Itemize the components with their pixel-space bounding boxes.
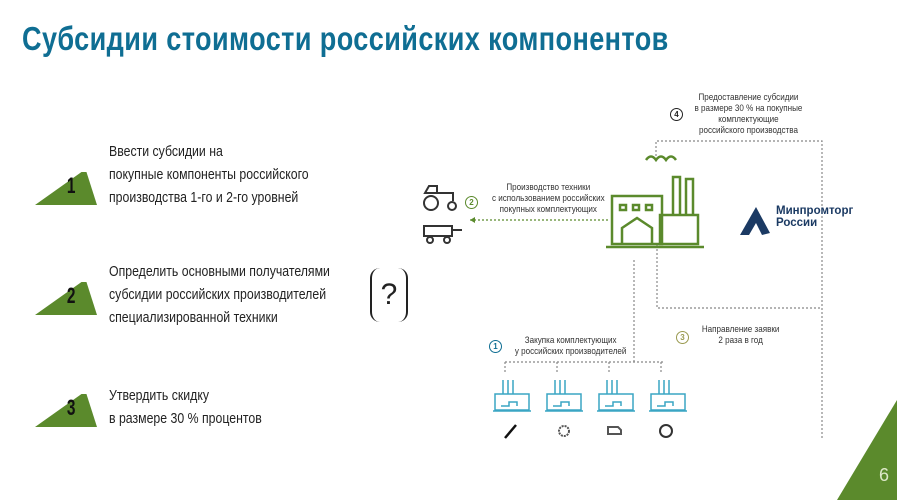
flow-line-suppliers: [504, 361, 663, 372]
supplier-factory-icon: [493, 380, 531, 412]
gear-icon: [659, 424, 673, 438]
label-4-line: комплектующие: [718, 114, 779, 125]
flow-line-subsidy: [655, 140, 823, 440]
step-text: субсидии российских производителей: [109, 286, 327, 303]
page-number: 6: [878, 465, 889, 485]
step-number: 1: [66, 173, 76, 198]
label-3-line: Направление заявки: [701, 324, 780, 335]
label-3-line: 2 раза в год: [718, 335, 763, 346]
logo-line: России: [776, 217, 818, 229]
step-text: Утвердить скидку: [109, 387, 210, 404]
harvester-icon: [423, 225, 462, 244]
step-4-badge: 4: [670, 108, 683, 121]
supplier-factory-icon: [545, 380, 583, 412]
supplier-factory-icon: [597, 380, 635, 412]
label-2-line: с использованием российских: [491, 193, 605, 204]
step-text: покупные компоненты российского: [109, 166, 309, 183]
step-text: Определить основными получателями: [109, 263, 330, 280]
label-4-line: Предоставление субсидии: [698, 92, 799, 103]
page-title: Субсидии стоимости российских компоненто…: [22, 20, 669, 57]
step-number: 2: [66, 283, 76, 308]
step-text: в размере 30 % процентов: [109, 410, 262, 427]
flow-line-request: [656, 245, 822, 309]
factory-icon: [606, 155, 704, 249]
supplier-factory-icon: [649, 380, 687, 412]
step-text: производства 1-го и 2-го уровней: [109, 189, 299, 206]
engine-icon: [607, 426, 622, 435]
arrow-icon: [470, 217, 475, 223]
label-4-line: российского производства: [698, 125, 798, 136]
step-2-badge: 2: [465, 196, 478, 209]
step-1-badge: 1: [489, 340, 502, 353]
label-1-line: Закупка комплектующих: [524, 335, 617, 346]
step-text: специализированной техники: [109, 309, 278, 326]
step-number: 3: [66, 395, 76, 420]
step-3-badge: 3: [676, 331, 689, 344]
label-2-line: покупных комплектующих: [499, 204, 597, 215]
label-4-line: в размере 30 % на покупные: [694, 103, 803, 114]
label-2-line: Производство техники: [506, 182, 591, 193]
ministry-logo-icon: [740, 207, 770, 235]
screwdriver-icon: [504, 424, 517, 439]
chip-icon: [558, 425, 570, 437]
tractor-icon: [423, 185, 457, 211]
logo-line: Минпромторг: [776, 205, 854, 217]
step-text: Ввести субсидии на: [109, 143, 223, 160]
question-mark-icon: ?: [370, 268, 408, 322]
label-1-line: у российских производителей: [514, 346, 627, 357]
ministry-logo: Минпромторг России: [776, 205, 853, 229]
